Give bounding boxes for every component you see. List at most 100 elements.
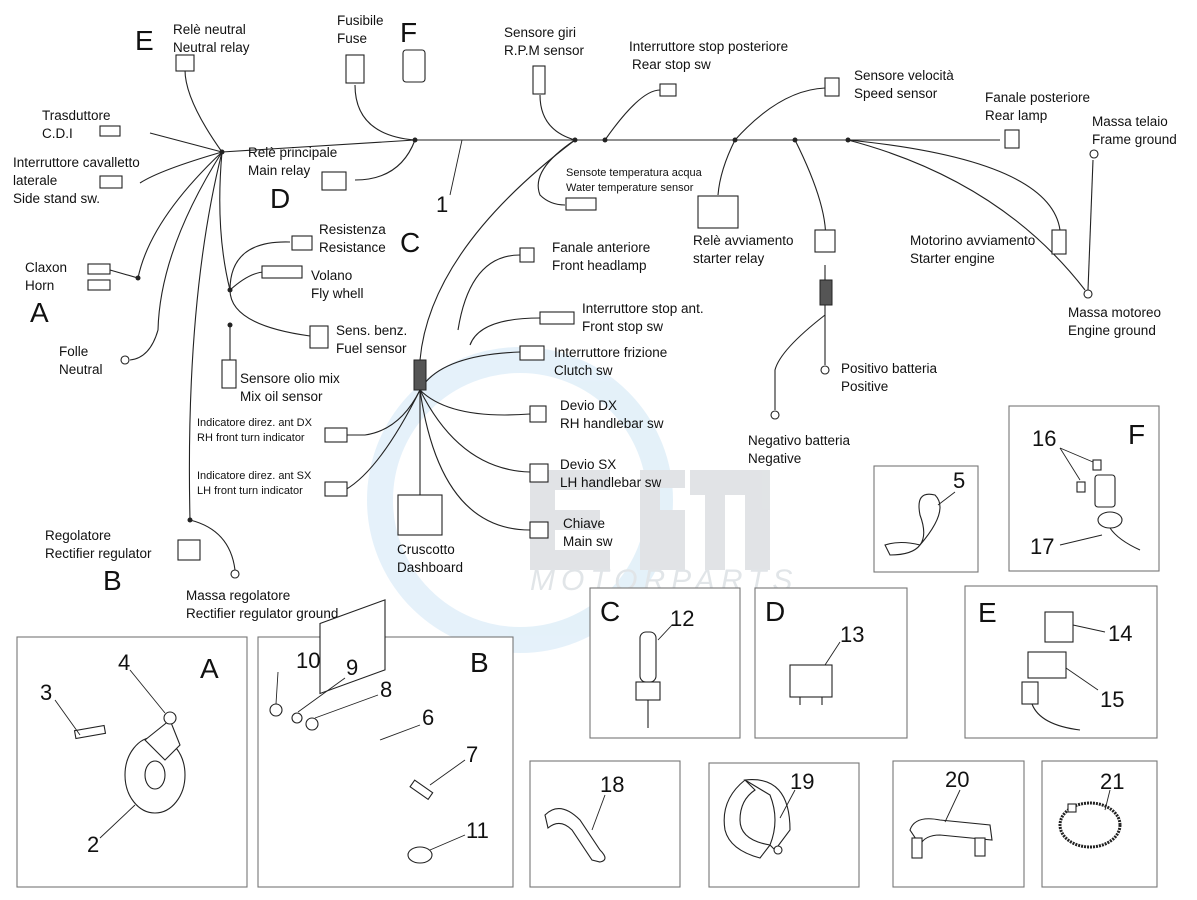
junction-dot — [219, 149, 225, 155]
leader-16 — [1059, 447, 1081, 481]
watermark-logo-m — [640, 470, 770, 570]
dashboard-connector-icon — [397, 494, 443, 536]
front-stop-connector-icon — [539, 311, 575, 325]
rpm-sensor-wire — [539, 94, 576, 141]
rear-stop-wire — [604, 89, 661, 141]
junction-dot — [572, 137, 578, 143]
leader-11 — [429, 834, 466, 851]
fuse-holder-icon — [1094, 474, 1116, 508]
fuse-connector-icon — [402, 49, 426, 83]
part-number-10: 10 — [296, 648, 320, 673]
junction-dot — [187, 517, 193, 523]
leader-16b — [1059, 447, 1094, 463]
watermark-logo-e — [530, 470, 610, 570]
rpm-sensor-icon — [532, 65, 546, 95]
detail-box-d-letter: D — [765, 596, 785, 627]
detail-box-c-letter: C — [600, 596, 620, 627]
detail-box-f-letter: F — [1128, 419, 1145, 450]
part-number-7: 7 — [466, 742, 478, 767]
detail-box-b-letter: B — [470, 647, 489, 678]
detail-box-20: 20 — [892, 760, 1025, 888]
relay-plug-icon — [1021, 681, 1039, 705]
neutral-relay-wire — [184, 69, 223, 153]
fuse-icon — [1092, 459, 1102, 471]
strap-clamp-icon — [909, 818, 993, 847]
junction-dots — [135, 137, 851, 523]
wire-cable-icon — [884, 493, 941, 556]
leader-14 — [1072, 624, 1106, 633]
junction-dot — [732, 137, 738, 143]
horn-wire — [109, 151, 223, 279]
starter-engine-connector-icon — [1051, 229, 1067, 255]
leader-15 — [1065, 667, 1099, 691]
junction-dot — [135, 275, 141, 281]
rh-handlebar-connector-icon — [529, 405, 547, 423]
lh-turn-wire — [344, 389, 421, 491]
fuse-lead-wire — [1109, 527, 1141, 551]
speed-sensor-icon — [824, 77, 840, 97]
detail-box-18: 18 — [529, 760, 681, 888]
detail-box-c-frame — [589, 587, 741, 739]
leader-4 — [129, 669, 166, 714]
leader-10 — [275, 671, 279, 705]
neutral-terminal-icon — [120, 355, 130, 365]
part-number-3: 3 — [40, 680, 52, 705]
leader-3 — [54, 699, 81, 736]
group-letter-d: D — [270, 183, 290, 214]
frame-ground-wire — [1087, 159, 1094, 291]
neutral-wire — [129, 151, 223, 361]
regulator-wire — [188, 151, 236, 571]
horn-terminal-icon — [87, 263, 111, 275]
rh-turn-connector-icon — [324, 427, 348, 443]
relay-pins — [799, 697, 823, 705]
leader-5 — [937, 491, 956, 506]
part-number-6: 6 — [422, 705, 434, 730]
rear-stop-switch-icon — [659, 83, 677, 97]
clamp-tab-icon — [974, 837, 986, 857]
group-letters: E F D C A B 1 — [30, 17, 448, 596]
side-stand-connector-icon — [99, 175, 123, 189]
part-number-13: 13 — [840, 622, 864, 647]
leader-13 — [824, 641, 841, 666]
water-temp-connector-icon — [565, 197, 597, 211]
detail-box-e: E 14 15 — [964, 585, 1158, 739]
rh-handlebar-wire — [419, 389, 531, 416]
leader-18 — [591, 794, 606, 831]
neutral-relay-connector-icon — [175, 54, 195, 72]
group-letter-a: A — [30, 297, 49, 328]
junction-dot — [412, 137, 418, 143]
resistor-connector-icon — [635, 681, 661, 701]
detail-box-21: 21 — [1041, 760, 1158, 888]
resistance-connector-icon — [291, 235, 313, 251]
main-sw-connector-icon — [529, 521, 549, 539]
nut-icon — [269, 703, 283, 717]
relay-connector-icon — [1027, 651, 1067, 679]
battery-connector-icon — [819, 279, 833, 306]
screw-icon — [409, 779, 434, 801]
detail-box-a: A 3 4 2 — [16, 636, 248, 888]
leader-6 — [379, 724, 421, 741]
part-number-4: 4 — [118, 650, 130, 675]
detail-box-d-frame — [754, 587, 908, 739]
front-stop-label: Interruttore stop ant.Front stop sw — [582, 301, 704, 334]
cdi-connector-icon — [99, 125, 121, 137]
main-sw-wire — [419, 389, 531, 531]
relay-icon — [789, 664, 833, 698]
battery-fuse-icon — [814, 229, 836, 253]
